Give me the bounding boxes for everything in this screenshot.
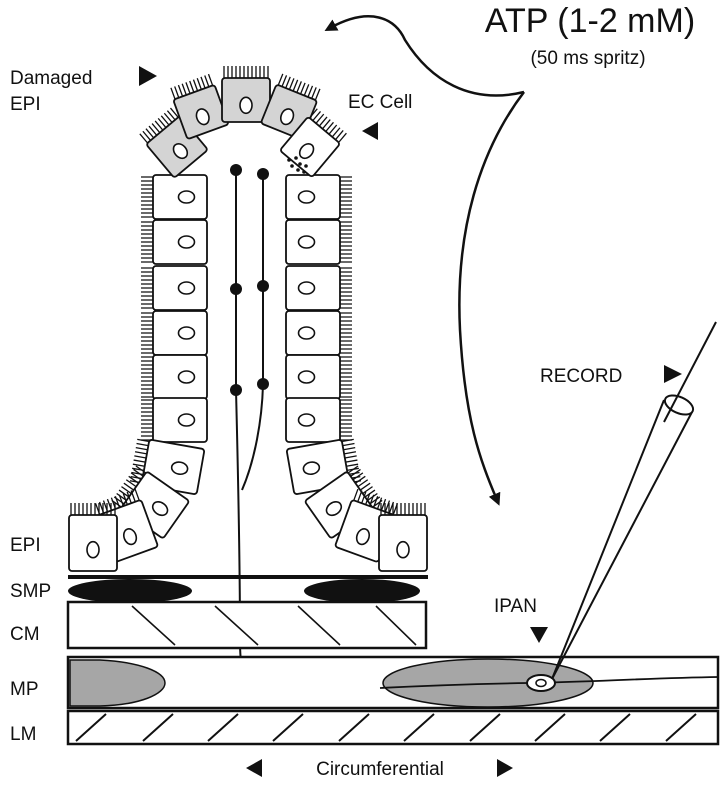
axis-right-arrow-icon — [497, 759, 513, 777]
epithelial-cell — [285, 174, 352, 220]
epithelial-cell — [141, 310, 208, 356]
longitudinal-muscle-layer — [66, 709, 720, 746]
ec-cell-granule — [302, 170, 306, 174]
ec-cell-pointer-icon — [362, 122, 378, 140]
epithelial-cell — [141, 354, 208, 400]
epithelial-cell — [285, 310, 352, 356]
record-pointer-icon — [664, 365, 682, 383]
layer-label-cm: CM — [10, 624, 40, 645]
cm-hatching — [131, 605, 417, 646]
ipan-pointer-icon — [530, 627, 548, 643]
villus-axon-right — [241, 172, 264, 491]
axis-label: Circumferential — [316, 759, 444, 780]
ec-cell-granule — [296, 168, 300, 172]
stimulus-title: ATP (1-2 mM) — [485, 2, 695, 40]
epithelial-cell — [221, 66, 271, 123]
recording-electrode — [551, 321, 717, 680]
axis-left-arrow-icon — [246, 759, 264, 777]
axon-varicosity — [230, 164, 242, 176]
myenteric-plexus-layer — [66, 655, 720, 710]
epithelial-cell — [68, 503, 118, 572]
layer-label-lm: LM — [10, 724, 36, 745]
ec-cell-granule — [304, 164, 308, 168]
circular-muscle-layer — [66, 600, 428, 650]
villus-epithelium — [68, 66, 428, 572]
damaged-epi-label-line1: Damaged — [10, 68, 92, 89]
record-label: RECORD — [540, 366, 622, 387]
epithelial-cell — [285, 265, 352, 311]
axon-varicosity — [257, 280, 269, 292]
layer-label-mp: MP — [10, 679, 39, 700]
stimulus-subtitle: (50 ms spritz) — [530, 48, 645, 69]
axon-varicosity — [257, 168, 269, 180]
epithelial-cell — [141, 397, 208, 443]
ec-cell-label: EC Cell — [348, 92, 412, 113]
axon-varicosity — [230, 283, 242, 295]
stimulus-arrow-to-villus — [324, 15, 525, 97]
smp-plexus-right — [304, 579, 420, 603]
ec-cell-granule — [298, 162, 302, 166]
epithelial-cell — [378, 503, 428, 572]
layer-label-smp: SMP — [10, 581, 51, 602]
epithelial-cell — [285, 354, 352, 400]
ec-cell-granule — [290, 164, 294, 168]
stimulus-arrow-to-ipan — [458, 91, 525, 506]
epithelial-cell — [141, 265, 208, 311]
damaged-epi-pointer-icon — [139, 66, 157, 86]
layer-label-epi: EPI — [10, 535, 41, 556]
damaged-epi-label-line2: EPI — [10, 94, 41, 115]
axon-varicosity — [257, 378, 269, 390]
ec-cell-granule — [287, 158, 291, 162]
epithelial-cell — [285, 219, 352, 265]
epithelial-cell — [285, 397, 352, 443]
smp-plexus-left — [68, 579, 192, 603]
mp-ganglion-left — [69, 659, 166, 707]
ipan-nucleus — [535, 678, 547, 688]
axon-varicosity — [230, 384, 242, 396]
lm-hatching — [75, 713, 697, 742]
ipan-label: IPAN — [494, 596, 537, 617]
epithelial-cell — [141, 174, 208, 220]
ec-cell-granule — [294, 156, 298, 160]
epithelial-cell — [280, 108, 347, 178]
epithelial-cell — [141, 219, 208, 265]
